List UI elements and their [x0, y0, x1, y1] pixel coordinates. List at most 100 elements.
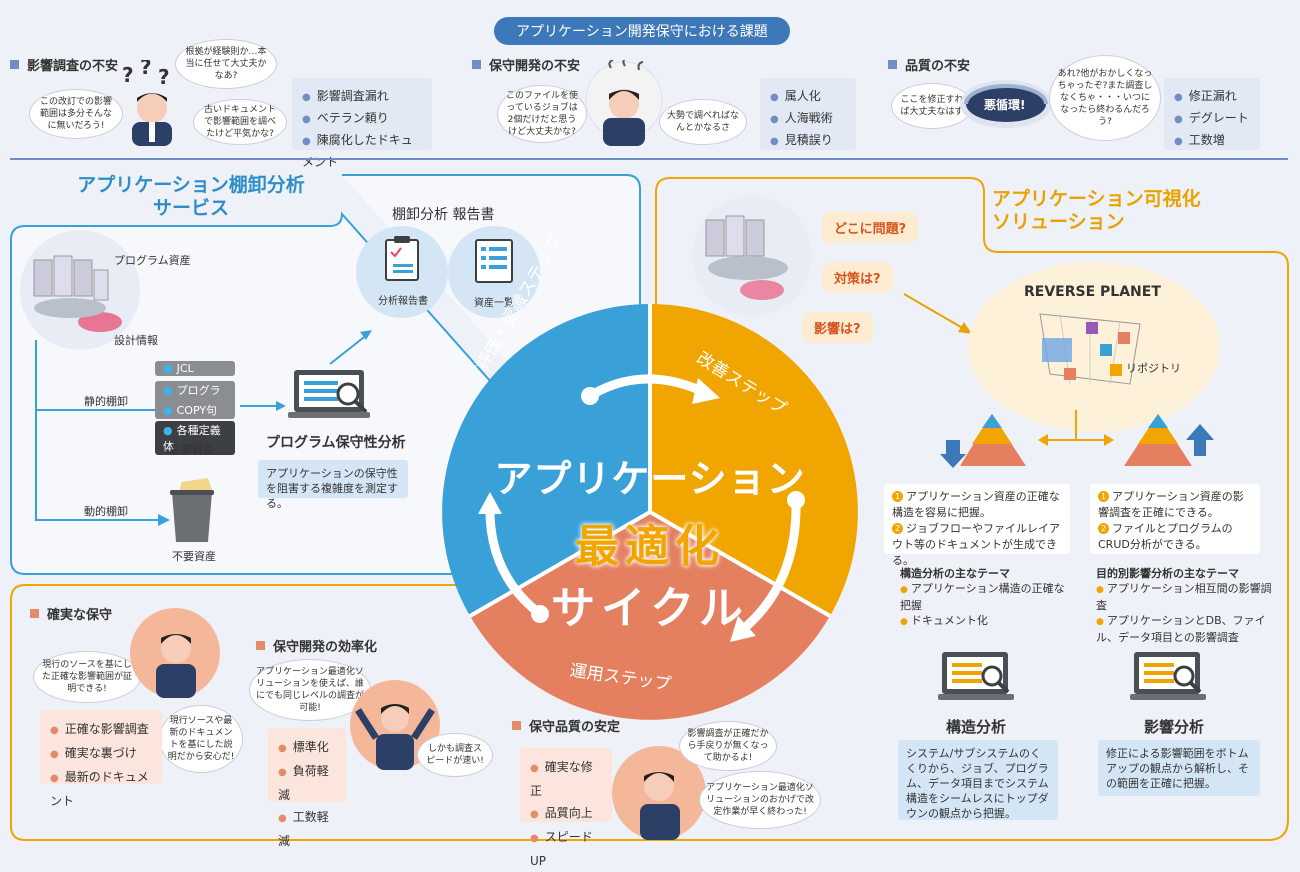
repository-label: リポジトリ	[1126, 362, 1181, 375]
square-icon	[30, 609, 39, 618]
asset-list-circle	[448, 226, 540, 318]
needed-assets-label: 必要資産	[170, 443, 214, 456]
square-icon	[888, 60, 897, 69]
benefit-title-2: 保守開発の効率化	[256, 636, 377, 655]
benefit-bubble-3b: アプリケーション最適化ソリューションのおかげで改定作業が早く終わった!	[700, 772, 820, 828]
struct-title: 構造分析	[946, 718, 1007, 736]
program-assets-circle	[20, 230, 140, 350]
struct-laptop-icon	[938, 650, 1018, 704]
reverse-planet-circle	[968, 262, 1220, 432]
benefit-title-3: 保守品質の安定	[512, 716, 620, 735]
issue-item: ベテラン頼り	[302, 108, 422, 130]
cycle-title-line3: サイクル	[551, 583, 749, 634]
benefit-title-1: 確実な保守	[30, 604, 112, 623]
issue-item: 人海戦術	[770, 108, 846, 130]
confident-man-illustration	[130, 608, 220, 698]
unneeded-assets-label: 不要資産	[172, 550, 216, 563]
analysis-arrows	[240, 330, 372, 411]
square-icon	[256, 641, 265, 650]
struct-themes: 構造分析の主なテーマ アプリケーション構造の正確な把握 ドキュメント化	[900, 566, 1070, 630]
impact-themes: 目的別影響分析の主なテーマ アプリケーション相互間の影響調査 アプリケーションと…	[1096, 566, 1272, 645]
benefit-bubble-3a: 影響調査が正確だから手戻りが無くなって助かるよ!	[680, 722, 776, 770]
benefit-bubble-1b: 現行ソースや最新のドキュメントを基にした説明だから安心だ!	[160, 706, 242, 772]
tag-definitions: 各種定義体	[155, 421, 235, 455]
impact-theme-item: アプリケーション相互間の影響調査	[1096, 581, 1272, 613]
issue-item: 属人化	[770, 86, 846, 108]
issue-item: 影響調査漏れ	[302, 86, 422, 108]
analysis-title: プログラム保守性分析	[266, 435, 406, 451]
benefit-item: 負荷軽減	[278, 760, 336, 806]
benefit-item: 確実な裏づけ	[50, 742, 152, 766]
bubble-1b: この改訂での影響範囲は多分そんなに無いだろう!	[30, 90, 122, 138]
benefit-item: 確実な修正	[530, 756, 602, 802]
bubble-3a: ここを修正すれば大丈夫なはず	[892, 84, 972, 128]
bubble-1c: 古いドキュメントで影響範囲を調べたけど平気かな?	[194, 100, 286, 144]
stressed-man-illustration	[585, 57, 663, 150]
asset-list-label: 資産一覧	[474, 298, 514, 309]
issue-item: 見積誤り	[770, 130, 846, 152]
right-section-title: アプリケーション可視化 ソリューション	[992, 188, 1201, 233]
dynamic-inventory-label: 動的棚卸	[84, 505, 128, 518]
bubble-2b: 大勢で調べればなんとかなるさ	[660, 100, 746, 144]
report-label: 分析報告書	[378, 296, 428, 307]
left-section-title: アプリケーション棚卸分析 サービス	[77, 174, 305, 219]
benefit-bubble-2b: しかも調査スピードが速い!	[418, 734, 492, 776]
static-inventory-label: 静的棚卸	[84, 395, 128, 408]
tag-jcl: JCL	[155, 361, 235, 376]
issue-item: デグレート	[1174, 108, 1250, 130]
square-icon	[472, 60, 481, 69]
benefit-item: 工数軽減	[278, 806, 336, 852]
struct-theme-item: ドキュメント化	[900, 613, 1070, 630]
pyramid-down-icon	[940, 410, 1026, 470]
question-impact: 影響は?	[802, 312, 873, 343]
impact-desc: 修正による影響範囲をボトムアップの観点から解析し、その範囲を正確に把握。	[1098, 740, 1260, 796]
worried-man-illustration: ? ? ?	[118, 55, 184, 146]
cycle-label: 悪循環!	[984, 98, 1026, 112]
header-title: アプリケーション開発保守における課題	[494, 17, 790, 45]
bubble-1a: 根拠が経験則か…本当に任せて大丈夫かなあ?	[176, 40, 276, 88]
square-icon	[512, 721, 521, 730]
trash-icon	[168, 478, 216, 544]
benefit-item: 品質向上	[530, 802, 602, 826]
issue-title-3: 品質の不安	[888, 55, 970, 74]
bubble-2a: このファイルを使っているジョブは2個だけだと思うけど大丈夫かな?	[498, 86, 586, 142]
svg-text:?: ?	[122, 63, 134, 87]
benefit-item: スピードUP	[530, 826, 602, 872]
question-where: どこに問題?	[822, 212, 919, 243]
vicious-cycle-icon	[956, 76, 1056, 132]
program-assets-label: プログラム資産	[114, 254, 191, 267]
question-measure: 対策は?	[822, 262, 893, 293]
arrow-to-product	[903, 293, 972, 334]
impact-title: 影響分析	[1144, 718, 1205, 736]
cycle-title-line1: アプリケーション	[494, 457, 806, 501]
square-icon	[10, 60, 19, 69]
optimization-cycle	[442, 304, 858, 720]
benefit-list-2: 標準化 負荷軽減 工数軽減	[268, 728, 346, 848]
analysis-laptop-icon	[288, 368, 376, 424]
design-info-label: 設計情報	[114, 334, 158, 347]
report-circle	[356, 226, 448, 318]
struct-theme-title: 構造分析の主なテーマ	[900, 567, 1010, 580]
benefit-bubble-1a: 現行のソースを基にした正確な影響範囲が証明できる!	[34, 652, 140, 702]
benefit-item: 最新のドキュメント	[50, 766, 152, 812]
issue-list-1: 影響調査漏れ ベテラン頼り 陳腐化したドキュメント	[292, 78, 432, 169]
benefit-list-1: 正確な影響調査 確実な裏づけ 最新のドキュメント	[40, 710, 162, 808]
benefit-item: 正確な影響調査	[50, 718, 152, 742]
benefit-bubble-2a: アプリケーション最適化ソリューションを使えば、誰にでも同じレベルの調査が可能!	[250, 660, 370, 720]
issue-list-3: 修正漏れ デグレート 工数増	[1164, 78, 1260, 150]
issue-item: 工数増	[1174, 130, 1250, 152]
benefit-list-3: 確実な修正 品質向上 スピードUP	[520, 748, 612, 868]
split-arrows	[1038, 410, 1114, 446]
pyramid-up-icon	[1124, 410, 1214, 470]
tag-copy: COPY句	[155, 401, 235, 419]
impact-theme-title: 目的別影響分析の主なテーマ	[1096, 567, 1239, 580]
struct-desc: システム/サブシステムのくくりから、ジョブ、プログラム、データ項目までシステム構…	[898, 740, 1058, 820]
issue-title-2: 保守開発の不安	[472, 55, 580, 74]
bubble-3b: あれ?他がおかしくなっちゃったぞ?また調査しなくちゃ・・・いつになったら終わるん…	[1050, 56, 1160, 140]
svg-text:?: ?	[140, 60, 152, 79]
